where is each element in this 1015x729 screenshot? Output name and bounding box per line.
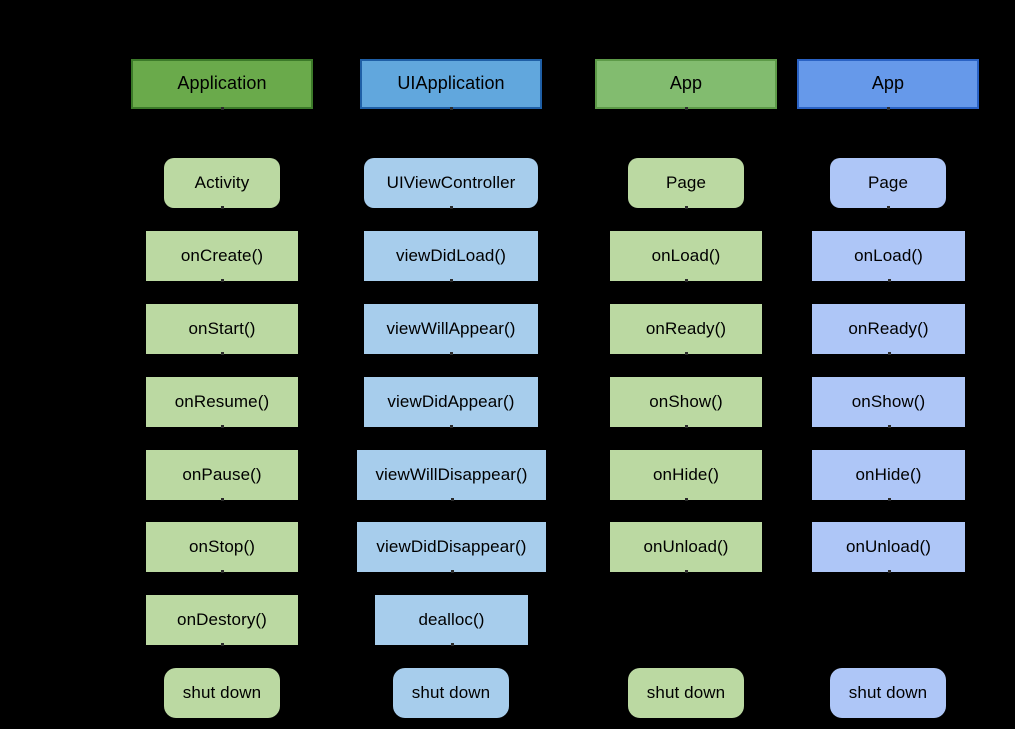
- node-miniprogram-green-5[interactable]: onUnload(): [610, 522, 762, 572]
- connector-stub: [450, 107, 453, 110]
- node-miniprogram-green-6[interactable]: shut down: [628, 668, 744, 718]
- node-android-5[interactable]: onStop(): [146, 522, 298, 572]
- column-header-miniprogram-blue[interactable]: App: [797, 59, 979, 109]
- connector-stub: [221, 643, 224, 646]
- node-miniprogram-green-3[interactable]: onShow(): [610, 377, 762, 427]
- node-ios-0[interactable]: UIViewController: [364, 158, 538, 208]
- connector-stub: [221, 570, 224, 573]
- connector-stub: [450, 425, 453, 428]
- node-ios-4[interactable]: viewWillDisappear(): [357, 450, 546, 500]
- connector-stub: [887, 425, 891, 428]
- node-miniprogram-green-4[interactable]: onHide(): [610, 450, 762, 500]
- node-miniprogram-green-1[interactable]: onLoad(): [610, 231, 762, 281]
- connector-stub: [221, 352, 224, 355]
- connector-stub: [887, 206, 890, 209]
- node-android-1[interactable]: onCreate(): [146, 231, 298, 281]
- connector-stub: [450, 643, 454, 646]
- connector-stub: [221, 279, 224, 282]
- connector-stub: [887, 107, 890, 110]
- node-miniprogram-blue-2[interactable]: onReady(): [812, 304, 965, 354]
- connector-stub: [887, 352, 891, 355]
- connector-stub: [685, 425, 688, 428]
- node-android-6[interactable]: onDestory(): [146, 595, 298, 645]
- connector-stub: [450, 279, 453, 282]
- node-miniprogram-green-2[interactable]: onReady(): [610, 304, 762, 354]
- connector-stub: [887, 279, 891, 282]
- connector-stub: [221, 206, 224, 209]
- node-ios-7[interactable]: shut down: [393, 668, 509, 718]
- connector-stub: [450, 570, 454, 573]
- column-header-android[interactable]: Application: [131, 59, 313, 109]
- column-header-ios[interactable]: UIApplication: [360, 59, 542, 109]
- node-android-2[interactable]: onStart(): [146, 304, 298, 354]
- node-miniprogram-blue-1[interactable]: onLoad(): [812, 231, 965, 281]
- node-miniprogram-blue-3[interactable]: onShow(): [812, 377, 965, 427]
- node-android-3[interactable]: onResume(): [146, 377, 298, 427]
- node-miniprogram-green-0[interactable]: Page: [628, 158, 744, 208]
- connector-stub: [685, 279, 688, 282]
- connector-stub: [450, 498, 454, 501]
- connector-stub: [450, 352, 453, 355]
- node-miniprogram-blue-6[interactable]: shut down: [830, 668, 946, 718]
- node-ios-1[interactable]: viewDidLoad(): [364, 231, 538, 281]
- column-header-miniprogram-green[interactable]: App: [595, 59, 777, 109]
- connector-stub: [685, 498, 688, 501]
- connector-stub: [685, 206, 688, 209]
- node-android-7[interactable]: shut down: [164, 668, 280, 718]
- connector-stub: [221, 425, 224, 428]
- node-ios-2[interactable]: viewWillAppear(): [364, 304, 538, 354]
- node-ios-5[interactable]: viewDidDisappear(): [357, 522, 546, 572]
- connector-stub: [221, 107, 224, 110]
- connector-stub: [685, 107, 688, 110]
- node-android-4[interactable]: onPause(): [146, 450, 298, 500]
- connector-stub: [685, 352, 688, 355]
- connector-stub: [450, 206, 453, 209]
- connector-stub: [221, 498, 224, 501]
- node-miniprogram-blue-5[interactable]: onUnload(): [812, 522, 965, 572]
- node-miniprogram-blue-4[interactable]: onHide(): [812, 450, 965, 500]
- node-ios-3[interactable]: viewDidAppear(): [364, 377, 538, 427]
- node-miniprogram-blue-0[interactable]: Page: [830, 158, 946, 208]
- node-ios-6[interactable]: dealloc(): [375, 595, 528, 645]
- connector-stub: [685, 570, 688, 573]
- connector-stub: [887, 570, 891, 573]
- node-android-0[interactable]: Activity: [164, 158, 280, 208]
- connector-stub: [887, 498, 891, 501]
